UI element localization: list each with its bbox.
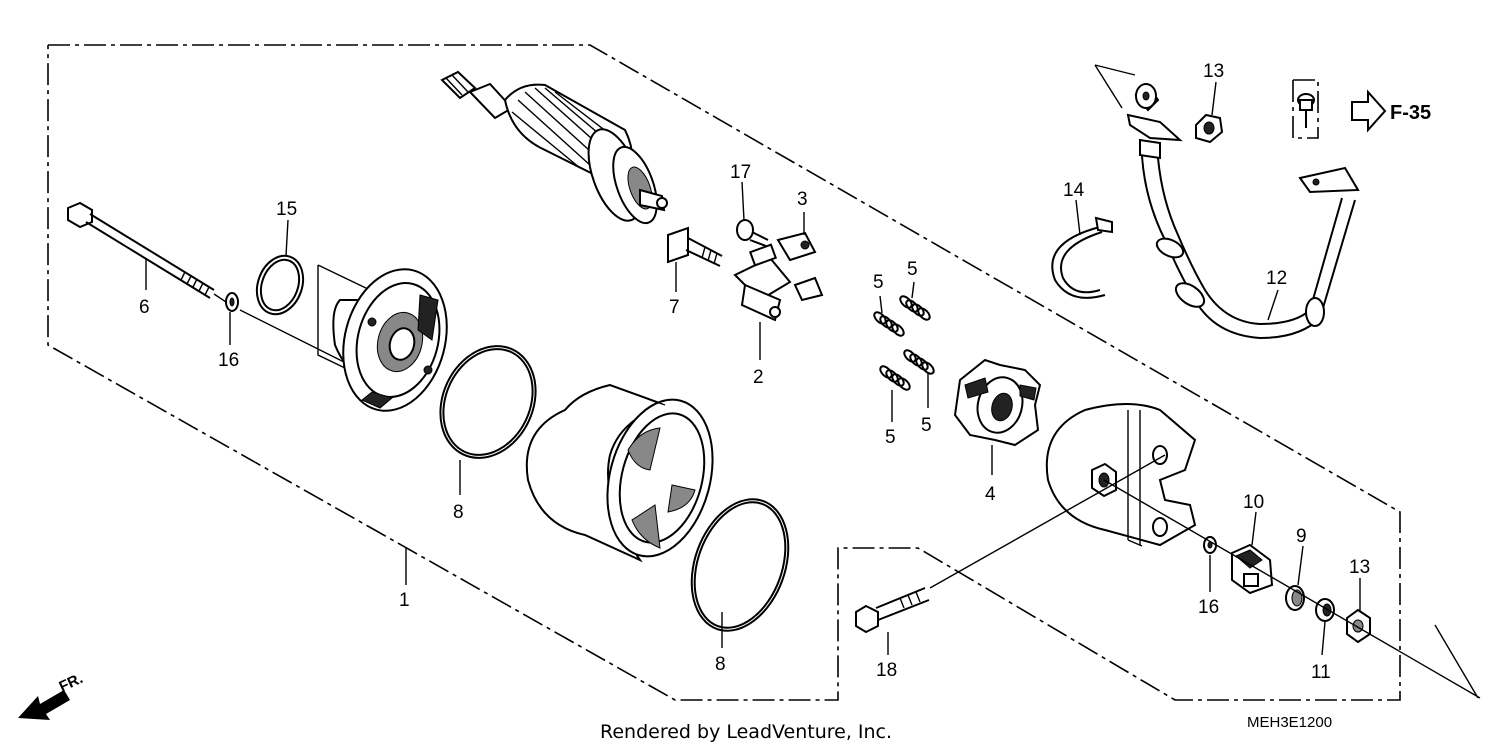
- brush-part-3: [776, 231, 824, 302]
- bolt-part-18: [855, 587, 930, 634]
- callout-4: 4: [985, 484, 996, 505]
- washer-part-11: [1315, 598, 1335, 622]
- callout-2: 2: [753, 367, 764, 388]
- motor-case: [525, 383, 714, 563]
- callout-15: 15: [276, 199, 297, 220]
- callout-9: 9: [1296, 526, 1307, 547]
- washer-part-9: [1285, 585, 1305, 611]
- callout-5-a: 5: [873, 272, 884, 293]
- spring-part-5-c: [879, 365, 911, 391]
- callout-5-b: 5: [907, 259, 918, 280]
- callouts: 1 2 3 4 5 5 5 5 6 7 8 8 9 10 11 12 13 13…: [139, 61, 1370, 683]
- clip-part-14: [1051, 216, 1113, 299]
- rear-cover: [1045, 403, 1197, 547]
- front-cover: [239, 264, 448, 412]
- assembly-outline: [47, 44, 1401, 701]
- credit-text: Rendered by LeadVenture, Inc.: [600, 721, 892, 743]
- callout-13-upper: 13: [1203, 61, 1224, 82]
- spring-part-5-a: [873, 311, 905, 337]
- insulator-part-10: [1231, 543, 1274, 595]
- bolt-ref-f35: [1297, 93, 1315, 128]
- reference-arrow-icon: [1351, 89, 1387, 133]
- screw-part-17: [736, 219, 769, 247]
- callout-14: 14: [1063, 180, 1085, 201]
- callout-18: 18: [876, 660, 897, 681]
- spring-part-5-b: [899, 295, 931, 321]
- reference-label: F-35: [1390, 102, 1431, 124]
- bolt-part-7: [667, 226, 723, 267]
- front-arrow-icon: [18, 690, 70, 720]
- callout-8-upper: 8: [453, 502, 464, 523]
- callout-8-lower: 8: [715, 654, 726, 675]
- brush-plate-part-4: [953, 358, 1042, 447]
- callout-10: 10: [1243, 492, 1264, 513]
- callout-7: 7: [669, 297, 680, 318]
- callout-12: 12: [1266, 268, 1287, 289]
- brush-holder-part-2: [733, 243, 792, 322]
- nut-part-13-upper: [1195, 113, 1224, 144]
- o-ring-part-8-lower: [690, 498, 790, 632]
- leader-lines: [145, 81, 1361, 656]
- callout-16-right: 16: [1198, 597, 1219, 618]
- callout-16-left: 16: [218, 350, 239, 371]
- front-direction-indicator: FR.: [18, 670, 86, 720]
- assembly-axis: [929, 454, 1481, 699]
- callout-13-lower: 13: [1349, 557, 1370, 578]
- bolt-part-6: [67, 201, 233, 307]
- front-label: FR.: [57, 670, 86, 696]
- callout-6: 6: [139, 297, 150, 318]
- armature: [440, 70, 668, 225]
- callout-17: 17: [730, 162, 751, 183]
- spring-part-5-d: [903, 349, 935, 375]
- starter-cable-part-12: [1094, 64, 1360, 340]
- diagram-code: MEH3E1200: [1247, 714, 1332, 731]
- o-ring-part-8-upper: [439, 345, 537, 459]
- callout-1: 1: [399, 590, 410, 611]
- o-ring-part-15: [255, 254, 305, 316]
- reference-arrow: F-35: [1351, 89, 1431, 133]
- nut-part-13-lower: [1346, 608, 1371, 644]
- callout-5-c: 5: [885, 427, 896, 448]
- callout-5-d: 5: [921, 415, 932, 436]
- callout-3: 3: [797, 189, 808, 210]
- callout-11: 11: [1311, 662, 1331, 683]
- washer-part-16-left: [225, 292, 239, 312]
